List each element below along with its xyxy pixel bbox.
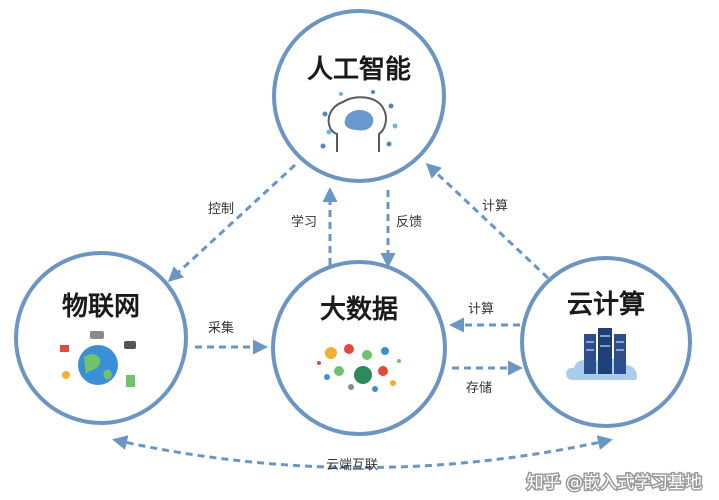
node-iot-title: 物联网 [62, 292, 140, 322]
watermark: 知乎 @嵌入式学习基地 [525, 472, 703, 495]
brain-head-icon [320, 90, 398, 152]
node-iot: 物联网 [14, 251, 188, 425]
edge-label-learn: 学习 [291, 214, 317, 230]
edge-label-control: 控制 [208, 202, 234, 217]
edge-label-collect: 采集 [208, 320, 234, 336]
edge-label-storage: 存储 [466, 381, 492, 396]
edge-control-arrow [167, 163, 297, 283]
cloud-server-icon [566, 328, 637, 380]
edge-label-compute-top: 计算 [482, 199, 508, 214]
edge-compute-top-arrow [425, 162, 550, 280]
edge-label-feedback: 反馈 [396, 215, 422, 230]
edge-labels: 控制 学习 反馈 计算 采集 计算 存储 云端互联 [208, 199, 508, 473]
data-network-icon [317, 344, 401, 392]
edges [112, 162, 613, 469]
node-cloud: 云计算 [520, 256, 692, 428]
node-bigdata-title: 大数据 [320, 295, 398, 325]
node-ai-title: 人工智能 [307, 54, 411, 85]
edge-label-cloud: 云端互联 [326, 458, 378, 473]
node-cloud-title: 云计算 [567, 289, 645, 320]
node-ai: 人工智能 [272, 9, 446, 183]
edge-label-compute-mid: 计算 [468, 302, 494, 317]
globe-devices-icon [60, 331, 136, 387]
watermark-text: 知乎 @嵌入式学习基地 [527, 473, 702, 493]
node-bigdata: 大数据 [271, 260, 447, 436]
